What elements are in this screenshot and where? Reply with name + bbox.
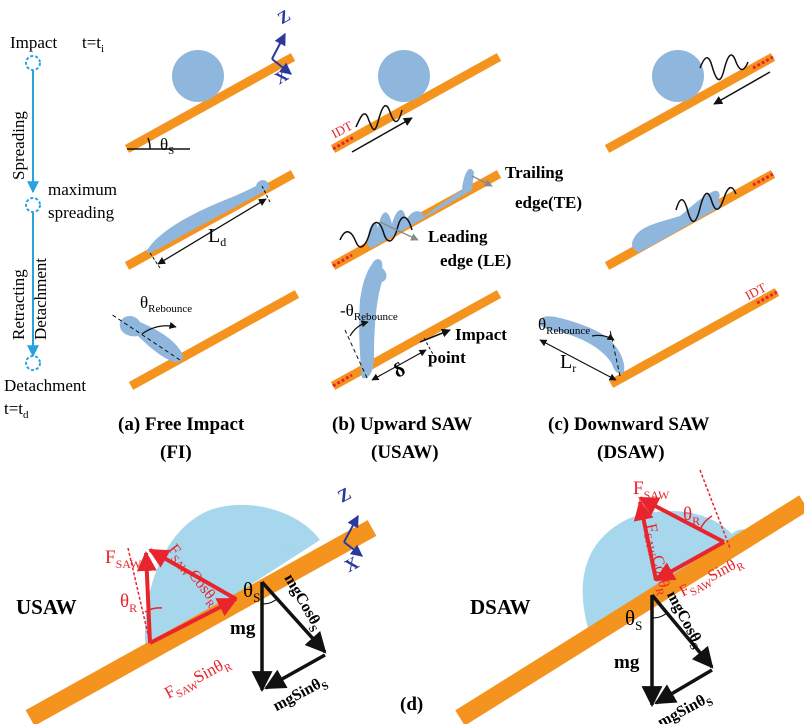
lr-label: Lr bbox=[560, 351, 576, 375]
f-saw-sin-label: FSAWSinθR bbox=[161, 652, 235, 705]
panel-d-usaw: Z X FSAW θR FSAWCosθR FSAWSinθR θS mg mg… bbox=[16, 483, 377, 724]
theta-r-label: θR bbox=[683, 504, 700, 528]
substrate bbox=[330, 290, 502, 390]
timeline-detachment-vertical: Detachment bbox=[31, 258, 50, 340]
timeline: Impact t=ti Spreading maximum spreading … bbox=[4, 33, 117, 421]
droplet bbox=[144, 504, 320, 652]
f-saw-cos-label: FSAWCosθR bbox=[639, 522, 674, 598]
panel-b: IDT Trailing edge(TE) Leading edge (LE) … bbox=[329, 50, 582, 463]
timeline-spreading: Spreading bbox=[9, 111, 28, 180]
mg-cos-label: mgCosθS bbox=[660, 588, 707, 652]
f-saw-vector bbox=[638, 496, 725, 544]
panel-a-subtitle: (FI) bbox=[160, 442, 192, 463]
panel-d-dsaw: FSAW θR FSAWCosθR FSAWSinθR θS mg mgCosθ… bbox=[455, 469, 804, 724]
timeline-maximum: maximum bbox=[48, 180, 117, 199]
rebound-droplet bbox=[540, 316, 625, 374]
f-saw-sin-vector bbox=[654, 540, 725, 582]
usaw-label: USAW bbox=[16, 595, 77, 619]
substrate bbox=[455, 495, 804, 724]
mg-sin-vector bbox=[264, 653, 326, 690]
mg-label: mg bbox=[230, 618, 256, 639]
f-saw-vector bbox=[136, 551, 157, 644]
theta-s-label: θS bbox=[243, 578, 260, 605]
substrate bbox=[124, 53, 296, 153]
panel-d-label: (d) bbox=[400, 694, 423, 715]
panel-a-title: (a) Free Impact bbox=[118, 414, 245, 435]
mg-sin-label: mgSinθS bbox=[655, 689, 716, 724]
trailing-label: Trailing bbox=[505, 163, 564, 182]
timeline-impact: Impact bbox=[10, 33, 57, 52]
saw-direction-arrow bbox=[351, 117, 413, 153]
panel-c: IDT θRebounce Lr (c) Downward SAW (DSAW) bbox=[538, 50, 780, 463]
delta-label: δ bbox=[390, 358, 410, 382]
theta-rebounce-label: θRebounce bbox=[538, 315, 590, 337]
droplet bbox=[652, 50, 704, 102]
panel-b-subtitle: (USAW) bbox=[371, 442, 439, 463]
neg-theta-rebounce-label: -θRebounce bbox=[340, 301, 398, 323]
f-saw-cos-vector bbox=[633, 500, 658, 581]
x-axis-label: X bbox=[341, 552, 362, 576]
timeline-spreading2: spreading bbox=[48, 203, 115, 222]
mg-cos-vector bbox=[650, 593, 714, 669]
panel-a: θS Z X Ld θRebounce (a) Free Impact (FI) bbox=[110, 6, 300, 463]
downward-spread-droplet bbox=[632, 190, 722, 252]
z-axis bbox=[343, 514, 359, 543]
mg-cos-vector bbox=[260, 580, 327, 654]
f-saw-sin-vector bbox=[149, 597, 238, 645]
theta-s-label: θS bbox=[160, 135, 174, 157]
rebound-droplet bbox=[119, 315, 183, 363]
dsaw-label: DSAW bbox=[470, 595, 531, 619]
saw-wave bbox=[355, 104, 403, 131]
mg-label: mg bbox=[614, 652, 640, 673]
substrate bbox=[604, 53, 776, 153]
edge-te-label: edge(TE) bbox=[515, 193, 582, 212]
f-saw-label: FSAW bbox=[633, 478, 670, 502]
substrate bbox=[608, 288, 780, 388]
impact-marker-icon bbox=[25, 55, 41, 71]
panel-c-subtitle: (DSAW) bbox=[597, 442, 665, 463]
droplet bbox=[172, 50, 224, 102]
upward-droplet bbox=[359, 259, 387, 379]
substrate bbox=[330, 53, 502, 153]
idt-electrode bbox=[332, 135, 355, 151]
droplet bbox=[378, 50, 430, 102]
impact-point-label-2: point bbox=[428, 348, 466, 367]
x-axis bbox=[343, 541, 363, 557]
ld-label: Ld bbox=[208, 225, 226, 249]
timeline-t-impact: t=ti bbox=[82, 33, 104, 55]
z-axis bbox=[271, 32, 286, 60]
f-saw-label: FSAW bbox=[105, 547, 142, 571]
detachment-marker-icon bbox=[25, 355, 41, 371]
z-axis-label: Z bbox=[334, 483, 354, 506]
timeline-t-detach: t=td bbox=[4, 399, 29, 421]
timeline-detachment: Detachment bbox=[4, 376, 86, 395]
theta-s-label: θS bbox=[625, 606, 642, 633]
substrate bbox=[128, 290, 300, 390]
impact-point-label-1: Impact bbox=[455, 325, 507, 344]
theta-r-label: θR bbox=[120, 591, 137, 615]
theta-rebounce-label: θRebounce bbox=[140, 293, 192, 315]
x-axis bbox=[271, 58, 292, 75]
substrate bbox=[25, 520, 377, 724]
panel-c-title: (c) Downward SAW bbox=[548, 414, 710, 435]
mg-sin-vector bbox=[654, 668, 713, 705]
leading-label: Leading bbox=[428, 227, 488, 246]
spreading-marker-icon bbox=[25, 197, 41, 213]
panel-b-title: (b) Upward SAW bbox=[332, 414, 472, 435]
f-saw-cos-vector bbox=[148, 548, 237, 601]
edge-le-label: edge (LE) bbox=[440, 251, 511, 270]
timeline-retracting: Retracting bbox=[9, 269, 28, 340]
z-axis-label: Z bbox=[274, 6, 293, 28]
